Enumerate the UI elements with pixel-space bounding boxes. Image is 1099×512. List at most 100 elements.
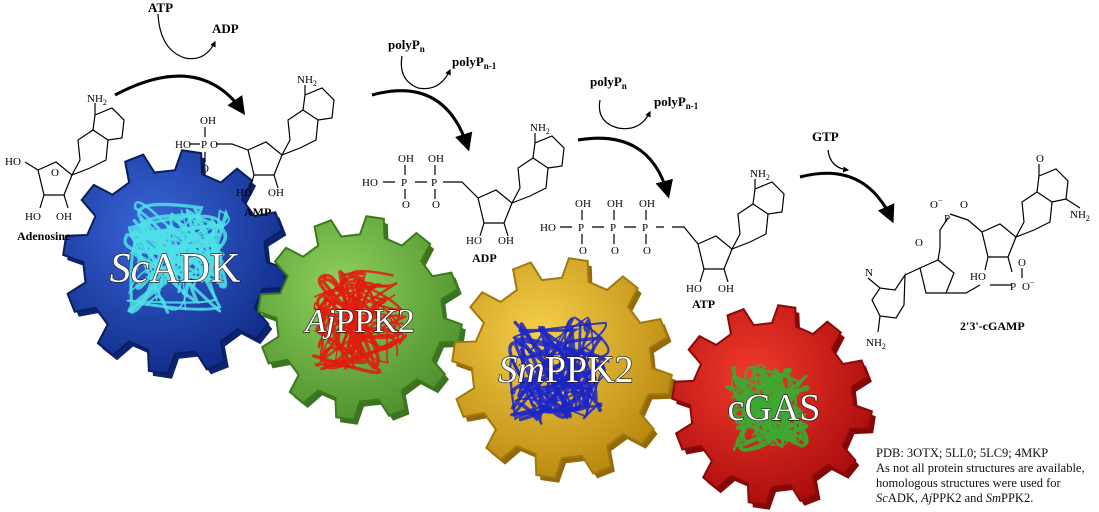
protein-ribbon [510, 351, 590, 417]
pdb-note-line-3: homologous structures were used for [876, 476, 1061, 490]
adp-oh-1: OH [398, 153, 414, 165]
atp-o-1: O [579, 245, 587, 257]
cgamp-ho: HO [970, 271, 986, 283]
cgamp-o-bottom: O [1018, 257, 1026, 269]
reaction-arrows [114, 74, 895, 224]
arrow-atp-to-cgamp [799, 171, 895, 224]
cgamp-o-carbonyl: O [1036, 153, 1044, 165]
protein-ribbon [743, 368, 791, 442]
adenosine-ho3: HO [25, 211, 41, 223]
adp-name: ADP [472, 251, 497, 265]
gtp-cofactor-arrow [827, 149, 850, 173]
pdb-note-line-4: ScADK, AjPPK2 and SmPPK2. [876, 491, 1034, 505]
atp-oh-2: OH [607, 198, 623, 210]
atp-p1: P [578, 222, 584, 234]
cgamp-p-bottom: P [1010, 281, 1016, 293]
protein-ribbon [314, 301, 400, 370]
cgamp-o-left: O [915, 237, 923, 249]
cofactor-polyp-n-2: polyPn [590, 74, 627, 91]
atp-o-3: O [643, 245, 651, 257]
protein-ribbon [725, 385, 770, 440]
cgamp-o-minus-bottom: O− [1022, 278, 1035, 293]
protein-ribbon [129, 218, 209, 283]
pdb-note: PDB: 3OTX; 5LL0; 5LC9; 4MKP As not all p… [876, 446, 1098, 506]
polyp-cofactor-arrow-1 [400, 55, 451, 90]
adp-structure [383, 133, 565, 237]
arrow-adp-to-atp [577, 136, 673, 199]
atp-name: ATP [692, 297, 715, 311]
amp-o-bottom: O [201, 163, 209, 175]
protein-ribbon [346, 293, 395, 361]
protein-ribbon [146, 223, 197, 311]
cofactor-polyp-n-minus-1-2: polyPn-1 [654, 94, 699, 111]
adenosine-ho5: HO [5, 156, 21, 168]
adp-oh-2: OH [428, 153, 444, 165]
adenosine-nh2: NH2 [87, 93, 107, 107]
adenosine-o: O [51, 167, 59, 179]
amp-oh-top: OH [200, 115, 216, 127]
cofactor-polyp-n-1: polyPn [388, 37, 425, 54]
molecule-structures [24, 85, 1081, 333]
smppk2-protein-structure [508, 316, 611, 425]
cofactor-adp: ADP [212, 21, 239, 36]
adp-ho3: HO [466, 235, 482, 247]
cofactor-polyp-n-minus-1-1: polyPn-1 [452, 54, 497, 71]
cgamp-n-adenine: N [865, 267, 873, 279]
atp-oh-1: OH [575, 198, 591, 210]
adp-o-2: O [432, 199, 440, 211]
atp-adp-cofactor-arrow [157, 13, 216, 60]
adp-ho: HO [362, 177, 378, 189]
cgamp-name: 2'3'-cGAMP [960, 319, 1025, 333]
adenosine-name: Adenosine [17, 229, 71, 243]
protein-ribbon [150, 209, 218, 287]
scadk-gear [62, 149, 291, 379]
smppk2-gear [451, 257, 676, 483]
protein-ribbon [757, 367, 793, 423]
ajppk2-gear [257, 215, 466, 425]
amp-oh2: OH [268, 187, 284, 199]
protein-ribbon [138, 213, 228, 265]
amp-nh2: NH2 [297, 74, 317, 88]
smppk2-label: SmPPK2 [498, 349, 633, 391]
scadk-protein-structure [123, 201, 230, 314]
cgas-gear [671, 304, 876, 510]
amp-o-link: O [210, 139, 218, 151]
amp-ho3: HO [236, 187, 252, 199]
ajppk2-label: AjPPK2 [303, 303, 415, 340]
adenosine-structure [24, 103, 125, 209]
atp-oh-3: OH [639, 198, 655, 210]
adp-p2: P [431, 177, 437, 189]
pdb-note-line-2: As not all protein structures are availa… [876, 461, 1085, 475]
atp-o-2: O [611, 245, 619, 257]
atp-p2: P [610, 222, 616, 234]
pdb-note-line-1: PDB: 3OTX; 5LL0; 5LC9; 4MKP [876, 446, 1049, 460]
adp-oh2: OH [498, 235, 514, 247]
adp-o-1: O [402, 199, 410, 211]
adenosine-oh2: OH [56, 211, 72, 223]
scadk-label: ScADK [110, 246, 241, 292]
cgas-protein-structure [725, 364, 810, 452]
amp-p: P [201, 139, 207, 151]
protein-ribbon [123, 220, 217, 314]
arrow-adenosine-to-amp [114, 74, 246, 115]
cofactor-atp: ATP [148, 0, 173, 15]
arrow-amp-to-adp [371, 89, 473, 152]
adp-p1: P [401, 177, 407, 189]
protein-ribbon [320, 308, 402, 362]
protein-ribbon [128, 216, 200, 311]
atp-oh2: OH [718, 283, 734, 295]
atp-structure [560, 179, 785, 283]
cgamp-structure [867, 164, 1081, 333]
atp-ho3: HO [686, 283, 702, 295]
protein-ribbon [728, 365, 804, 449]
amp-name: AMP [244, 205, 271, 219]
protein-ribbon [338, 270, 382, 351]
polyp-cofactor-arrow-2 [598, 99, 651, 130]
amp-ho: HO [175, 139, 191, 151]
cgamp-o-minus-top: O− [930, 196, 943, 211]
protein-ribbon [522, 316, 598, 401]
cgas-label: cGAS [728, 387, 821, 429]
atp-nh2: NH2 [750, 168, 770, 182]
cgamp-nh2: NH2 [866, 337, 886, 351]
